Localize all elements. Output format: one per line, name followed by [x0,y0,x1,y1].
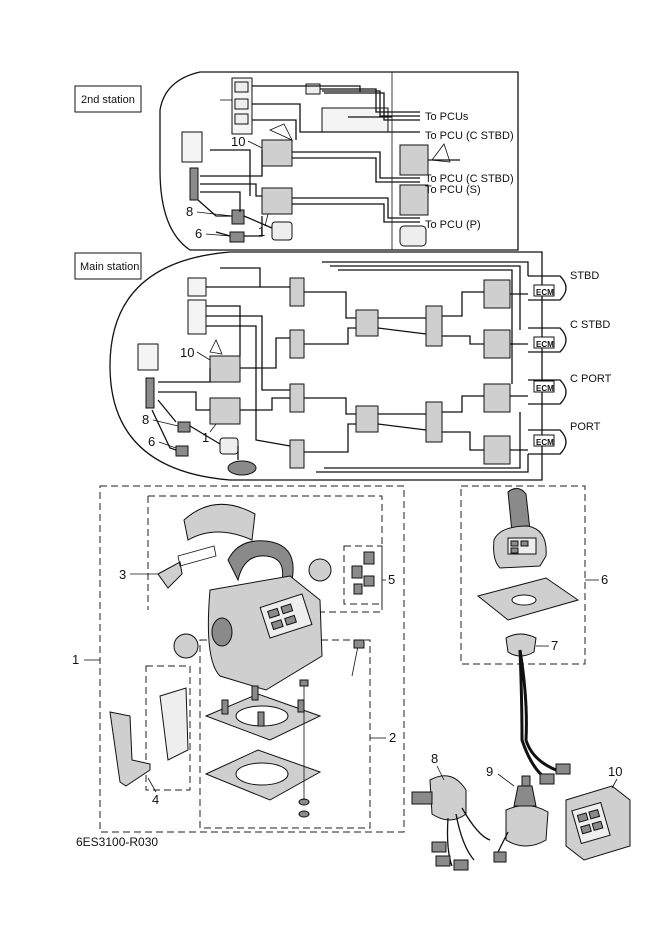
pcu-module-upper [399,144,429,176]
second-station-label-box [74,85,142,113]
callout-9: 9 [486,764,493,779]
callout-4: 4 [152,792,159,807]
pcu-c-stbd [483,329,511,359]
callout-8-main: 8 [142,412,149,427]
joystick-grip [507,488,531,533]
callout-10-upper: 10 [231,134,245,149]
second-station-panel: 2nd station [74,71,519,251]
second-station-label: 2nd station [81,94,135,106]
main-station-label-box [74,252,142,280]
dest-to-pcu-p: To PCU (P) [425,219,481,231]
main-station-panel: Main station [74,251,567,481]
part-3-bracket [157,561,183,589]
pcu-c-port [483,383,511,413]
engine-port: PORT [570,421,601,433]
engine-c-port: C PORT [570,373,612,385]
main-remote-control-lower [209,397,241,425]
dest-to-pcus: To PCUs [425,111,469,123]
pcu-port [483,435,511,465]
cover-part [183,503,256,541]
connector-1 [271,221,293,241]
joystick-assembly [460,485,586,785]
part-4-bracket [109,711,151,787]
hub-upper [355,309,379,337]
callout-1: 1 [72,652,79,667]
joystick-grommet [505,633,537,657]
callout-7: 7 [551,638,558,653]
lever-handle [227,540,294,582]
connector-p [399,225,427,247]
main-remote-control-upper [209,355,241,383]
callout-2: 2 [389,730,396,745]
callout-6-upper: 6 [195,226,202,241]
remote-control-assembly [99,485,405,833]
hub-lower [355,405,379,433]
engine-c-stbd: C STBD [570,319,610,331]
pcu-stbd [483,279,511,309]
callout-1-main: 1 [202,430,209,445]
figure-code: 6ES3100-R030 [76,835,158,849]
remote-control-unit-lower [261,187,293,215]
ecm-c-stbd: ECM [536,340,554,349]
ecm-stbd: ECM [536,288,554,297]
side-cap [308,558,332,582]
callout-5: 5 [388,572,395,587]
callout-3: 3 [119,567,126,582]
joystick-plug-1 [555,763,571,775]
main-terminal-strip [145,377,155,409]
ecm-port: ECM [536,438,554,447]
ecm-c-port: ECM [536,384,554,393]
main-switch-panel [187,299,207,335]
callout-6-main: 6 [148,434,155,449]
part-10-control-unit [565,785,631,861]
callout-6: 6 [601,572,608,587]
part-8-sensor [411,775,491,871]
dest-to-pcu-s: To PCU (S) [425,184,481,196]
display-unit [181,131,203,163]
terminal-strip [189,167,199,201]
callout-10: 10 [608,764,622,779]
callout-10-main: 10 [180,345,194,360]
engine-stbd: STBD [570,270,599,282]
callout-8-upper: 8 [186,204,193,219]
part-9-actuator [493,775,549,863]
remote-control-unit-upper [261,139,293,167]
joystick-plug-2 [539,773,555,785]
dest-to-pcu-c-stbd-2: To PCU (C STBD) [425,173,514,185]
main-station-label: Main station [80,261,139,273]
dest-to-pcu-c-stbd-1: To PCU (C STBD) [425,130,514,142]
trim-cap [173,633,199,659]
pcu-module-lower [399,184,429,216]
callout-8: 8 [431,751,438,766]
callout-1-upper: 1 [258,224,265,239]
main-display-unit [137,343,159,371]
